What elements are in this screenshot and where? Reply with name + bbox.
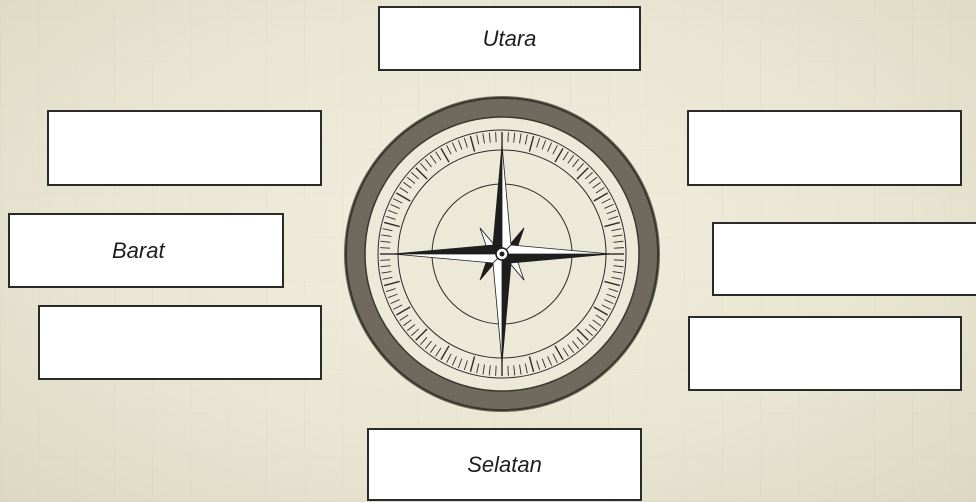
south-label-box[interactable]: Selatan xyxy=(367,428,642,501)
compass-tick xyxy=(380,248,390,249)
east-label-box[interactable] xyxy=(712,222,976,296)
west-label-box[interactable]: Barat xyxy=(8,213,284,288)
compass-center-dot xyxy=(500,252,505,257)
compass-tick xyxy=(614,248,624,249)
west-label: Barat xyxy=(112,238,165,264)
southeast-label-box[interactable] xyxy=(688,316,962,391)
compass-tick xyxy=(496,366,497,376)
north-label-box[interactable]: Utara xyxy=(378,6,641,71)
compass-tick xyxy=(380,260,390,261)
north-label: Utara xyxy=(483,26,537,52)
south-label: Selatan xyxy=(467,452,542,478)
compass-tick xyxy=(496,132,497,142)
compass-rose-icon xyxy=(343,95,661,413)
compass-tick xyxy=(508,132,509,142)
compass-tick xyxy=(508,366,509,376)
compass-tick xyxy=(614,260,624,261)
northwest-label-box[interactable] xyxy=(47,110,322,186)
northeast-label-box[interactable] xyxy=(687,110,962,186)
southwest-label-box[interactable] xyxy=(38,305,322,380)
